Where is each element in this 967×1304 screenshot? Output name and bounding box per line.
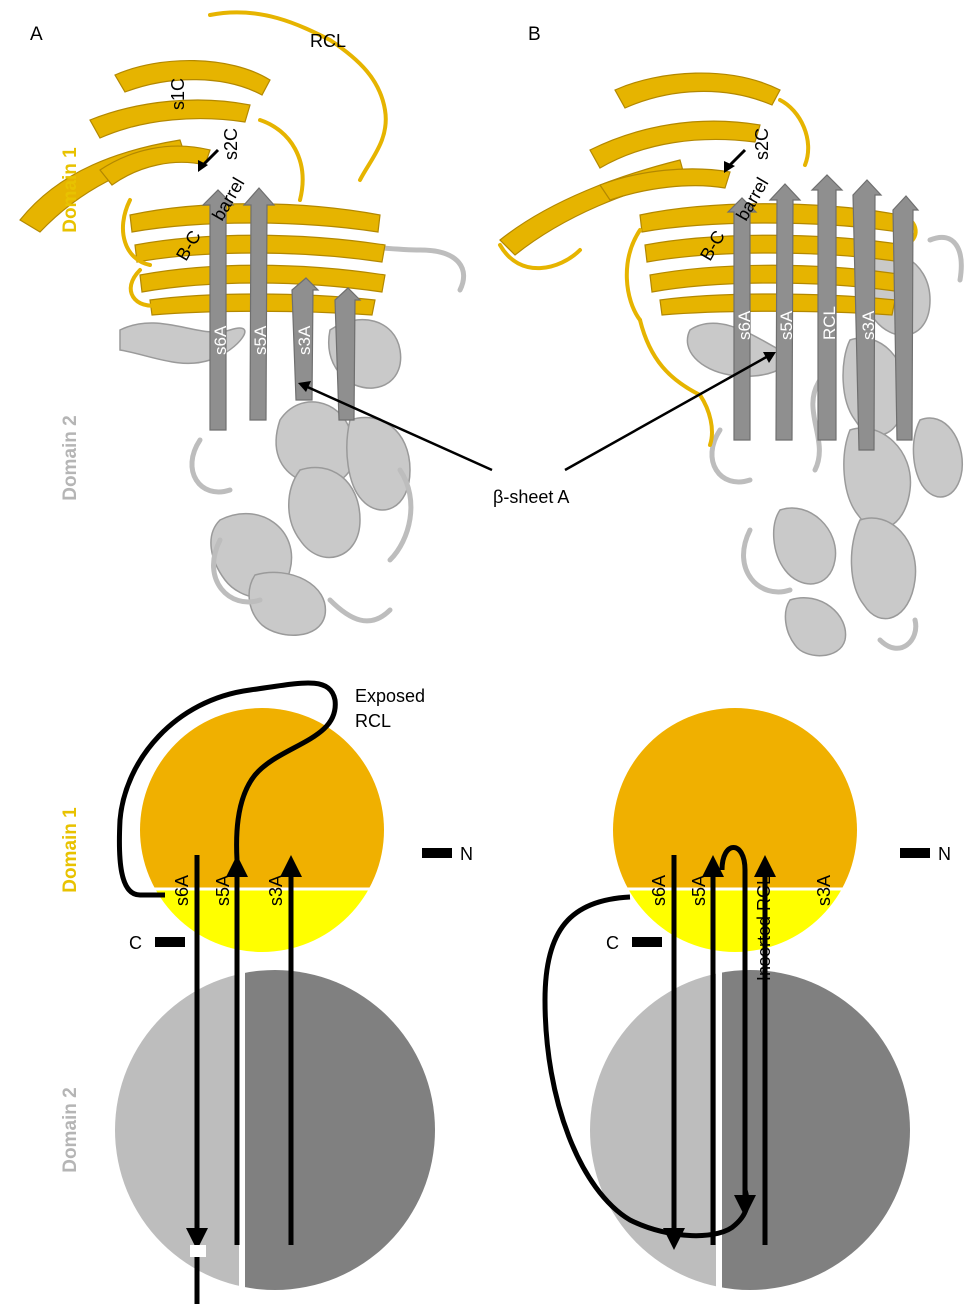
bc-label-a: B-C [172,227,205,264]
s3a-label-a: s3A [295,325,314,355]
n-terminus-bar-a [422,848,452,858]
n-terminus-label-a: N [460,844,473,864]
rcl-label-a: RCL [310,31,346,51]
c-terminus-bar-a [155,937,185,947]
domain2-label-schematic: Domain 2 [60,1087,81,1173]
s2c-label-a: s2C [221,128,241,160]
rcl-label-b: RCL [820,306,839,340]
s3a-schematic-label-b: s3A [814,875,834,906]
s5a-label-b: s5A [777,310,796,340]
domain1-circle-b [600,700,870,970]
domain1-label-schematic: Domain 1 [60,807,81,893]
domain1-label-a: Domain 1 [60,147,81,233]
exposed-rcl-label-1: Exposed [355,686,425,706]
n-terminus-label-b: N [938,844,951,864]
domain2-circle-a [100,960,445,1300]
s3a-label-b: s3A [859,310,878,340]
c-terminus-bar-b [632,937,662,947]
exposed-rcl-label-2: RCL [355,711,391,731]
s3a-schematic-label-a: s3A [266,875,286,906]
beta-sheet-label: β-sheet A [493,487,569,507]
panel-b-ribbon: B [500,24,962,656]
s5a-schematic-label-a: s5A [213,875,233,906]
s5a-schematic-label-b: s5A [689,875,709,906]
inserted-rcl-label: Inserted RCL [754,875,774,981]
bc-label-b: B-C [696,227,729,264]
n-terminus-bar-b [900,848,930,858]
panel-a-ribbon: A [20,12,464,635]
s1c-label-a: s1C [168,78,188,110]
panel-a-label: A [30,24,43,45]
domain2-label-a: Domain 2 [60,415,81,501]
c-terminus-label-b: C [606,933,619,953]
s6a-schematic-label-b: s6A [649,875,669,906]
s5a-label-a: s5A [251,325,270,355]
domain1-circle-a [130,700,400,970]
s6a-label-a: s6A [211,325,230,355]
panel-a-schematic: C N Exposed RCL s6A s5A s3A Domain 1 Dom… [60,683,473,1304]
s2c-label-b: s2C [752,128,772,160]
c-terminus-label-a: C [129,933,142,953]
s6a-schematic-label-a: s6A [172,875,192,906]
panel-b-schematic: C N s6A s5A Inserted RCL s3A [545,700,952,1300]
s6a-label-b: s6A [735,310,754,340]
panel-b-label: B [528,24,541,45]
domain1-ribbons-b [500,73,905,315]
